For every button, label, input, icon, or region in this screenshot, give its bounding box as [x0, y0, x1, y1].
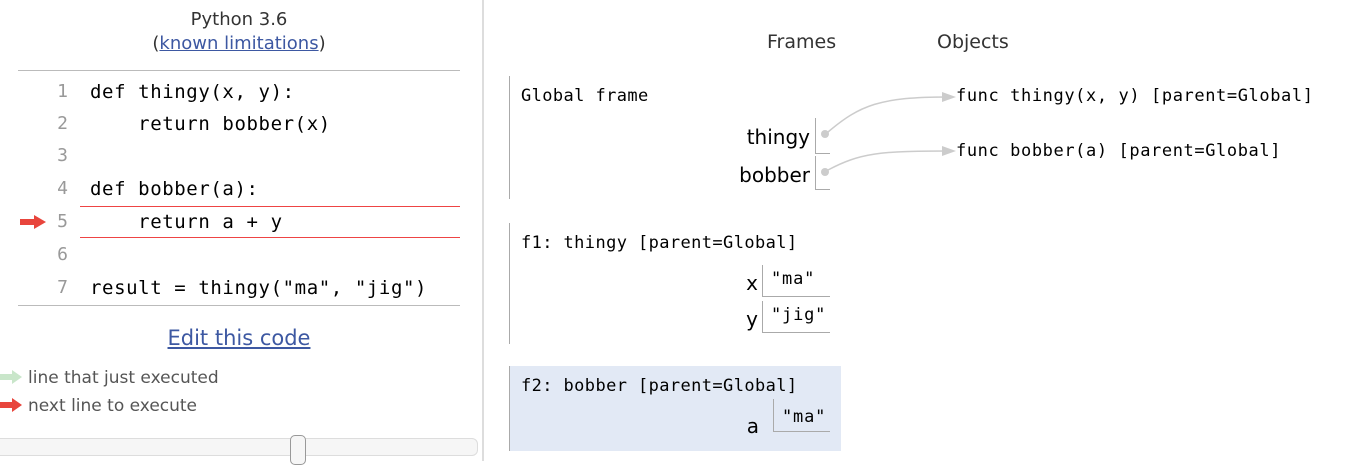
current-line-highlight	[80, 206, 460, 238]
frame-f1-thingy: f1: thingy [parent=Global] x "ma" y "jig…	[509, 223, 840, 344]
var-value-x: "ma"	[762, 265, 830, 297]
code-text: return a + y	[90, 211, 283, 233]
line-number: 4	[57, 178, 68, 199]
var-name-y: y	[746, 307, 758, 331]
edit-row: Edit this code	[0, 326, 478, 350]
code-text: result = thingy("ma", "jig")	[90, 277, 428, 299]
var-value-a: "ma"	[773, 399, 830, 432]
language-header: Python 3.6 (known limitations)	[0, 8, 478, 56]
next-line-legend-arrow-icon	[0, 398, 22, 412]
code-line-7[interactable]: 7 result = thingy("ma", "jig")	[0, 272, 470, 304]
legend-next-line: next line to execute	[28, 396, 198, 416]
pointer-arrows	[827, 92, 956, 171]
code-line-5[interactable]: 5 return a + y	[0, 206, 470, 238]
code-text: return bobber(x)	[90, 113, 331, 135]
just-executed-arrow-icon	[0, 370, 22, 384]
code-panel: Python 3.6 (known limitations) 1 def thi…	[0, 0, 480, 465]
var-name-x: x	[746, 271, 758, 295]
known-limitations-link[interactable]: known limitations	[159, 33, 319, 54]
limitations-row: (known limitations)	[0, 32, 478, 56]
pointer-arrow-thingy	[827, 96, 949, 133]
paren-open: (	[152, 33, 160, 54]
var-value-thingy	[815, 118, 830, 154]
var-name-bobber: bobber	[739, 163, 810, 187]
var-value-text: "ma"	[782, 407, 827, 427]
object-func-thingy: func thingy(x, y) [parent=Global]	[956, 86, 1314, 106]
code-text: def thingy(x, y):	[90, 81, 295, 103]
code-text: def bobber(a):	[90, 178, 259, 200]
frame-title: f2: bobber [parent=Global]	[521, 376, 798, 396]
pointer-arrow-bobber	[827, 150, 949, 171]
arrowhead-icon	[942, 92, 956, 102]
var-value-y: "jig"	[762, 301, 830, 333]
edit-code-link[interactable]: Edit this code	[167, 326, 311, 350]
line-number: 3	[57, 145, 68, 166]
var-value-text: "ma"	[771, 269, 816, 289]
pointer-dot-icon	[821, 130, 829, 138]
var-value-bobber	[815, 156, 830, 190]
arrowhead-icon	[942, 146, 956, 156]
code-line-2[interactable]: 2 return bobber(x)	[0, 108, 470, 140]
line-number: 2	[57, 113, 68, 134]
var-value-text: "jig"	[771, 305, 827, 325]
frames-header: Frames	[767, 31, 837, 53]
var-name-thingy: thingy	[746, 125, 810, 149]
frame-title: Global frame	[521, 86, 649, 106]
frame-title: f1: thingy [parent=Global]	[521, 233, 798, 253]
object-func-bobber: func bobber(a) [parent=Global]	[956, 141, 1282, 161]
objects-header: Objects	[937, 31, 1009, 53]
line-number: 6	[57, 244, 68, 265]
code-line-3[interactable]: 3	[0, 140, 470, 172]
next-line-arrow-icon	[20, 215, 46, 229]
code-line-4[interactable]: 4 def bobber(a):	[0, 173, 470, 205]
var-name-a: a	[746, 414, 759, 438]
line-number: 7	[57, 277, 68, 298]
frame-f2-bobber: f2: bobber [parent=Global] a "ma"	[509, 366, 841, 451]
code-line-1[interactable]: 1 def thingy(x, y):	[0, 76, 470, 108]
code-line-6[interactable]: 6	[0, 239, 470, 271]
line-number: 1	[57, 81, 68, 102]
line-number: 5	[57, 211, 68, 232]
language-label: Python 3.6	[190, 9, 288, 30]
legend-just-executed: line that just executed	[28, 368, 219, 388]
code-bottom-border	[18, 305, 460, 306]
paren-close: )	[318, 33, 326, 54]
global-frame: Global frame thingy bobber	[509, 76, 840, 199]
pointer-dot-icon	[821, 168, 829, 176]
panel-divider[interactable]	[482, 0, 484, 461]
execution-slider[interactable]	[0, 438, 478, 456]
code-top-border	[18, 70, 460, 71]
